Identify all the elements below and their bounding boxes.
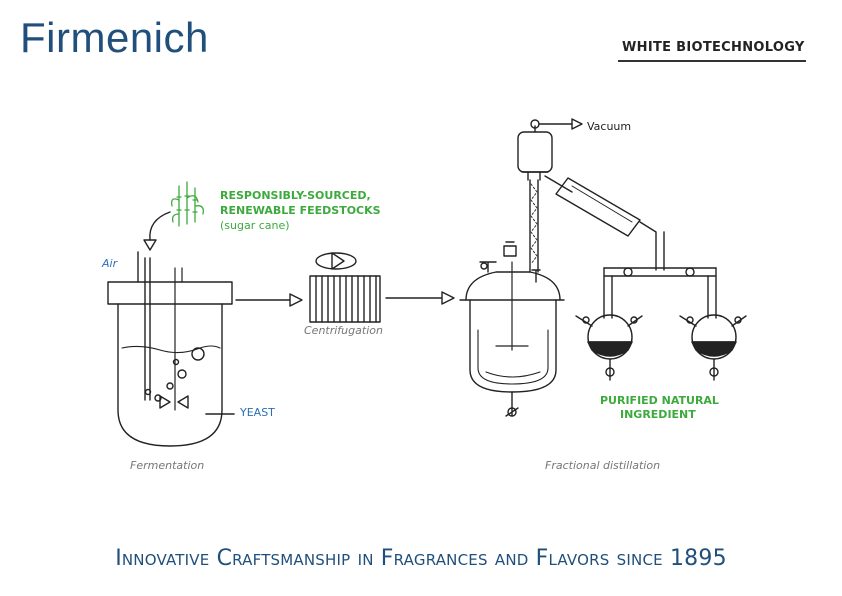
- section-title-underline: [618, 60, 806, 62]
- company-tagline: Innovative Craftsmanship in Fragrances a…: [115, 546, 727, 571]
- firmenich-logo: Firmenich: [20, 14, 209, 61]
- receiver-manifold: [603, 267, 717, 319]
- feedstock-note: (sugar cane): [220, 219, 290, 232]
- air-label: Air: [102, 257, 118, 270]
- yeast-label: YEAST: [240, 406, 275, 419]
- fractional-distillation-label: Fractional distillation: [545, 459, 661, 472]
- section-title: WHITE BIOTECHNOLOGY: [622, 40, 805, 55]
- product-label-line1: PURIFIED NATURAL: [600, 394, 719, 407]
- feed-arrow: [149, 211, 171, 241]
- receiver-flask-right: [679, 314, 747, 381]
- feedstock-label-line1: RESPONSIBLY-SOURCED,: [220, 189, 371, 202]
- distillation-column: [517, 118, 583, 273]
- reactor-vessel: [459, 241, 565, 417]
- centrifugation-label: Centrifugation: [304, 324, 383, 337]
- sugar-cane-icon: [171, 181, 204, 227]
- vacuum-label: Vacuum: [587, 120, 632, 133]
- fermentation-label: Fermentation: [130, 459, 205, 472]
- product-label-line2: INGREDIENT: [620, 408, 696, 421]
- receiver-flask-left: [575, 314, 643, 381]
- fermenter-tank: [107, 251, 235, 447]
- feed-arrowhead: [143, 239, 157, 251]
- condenser: [544, 175, 665, 271]
- centrifuge-icon: [309, 252, 381, 323]
- feedstock-label-line2: RENEWABLE FEEDSTOCKS: [220, 204, 381, 217]
